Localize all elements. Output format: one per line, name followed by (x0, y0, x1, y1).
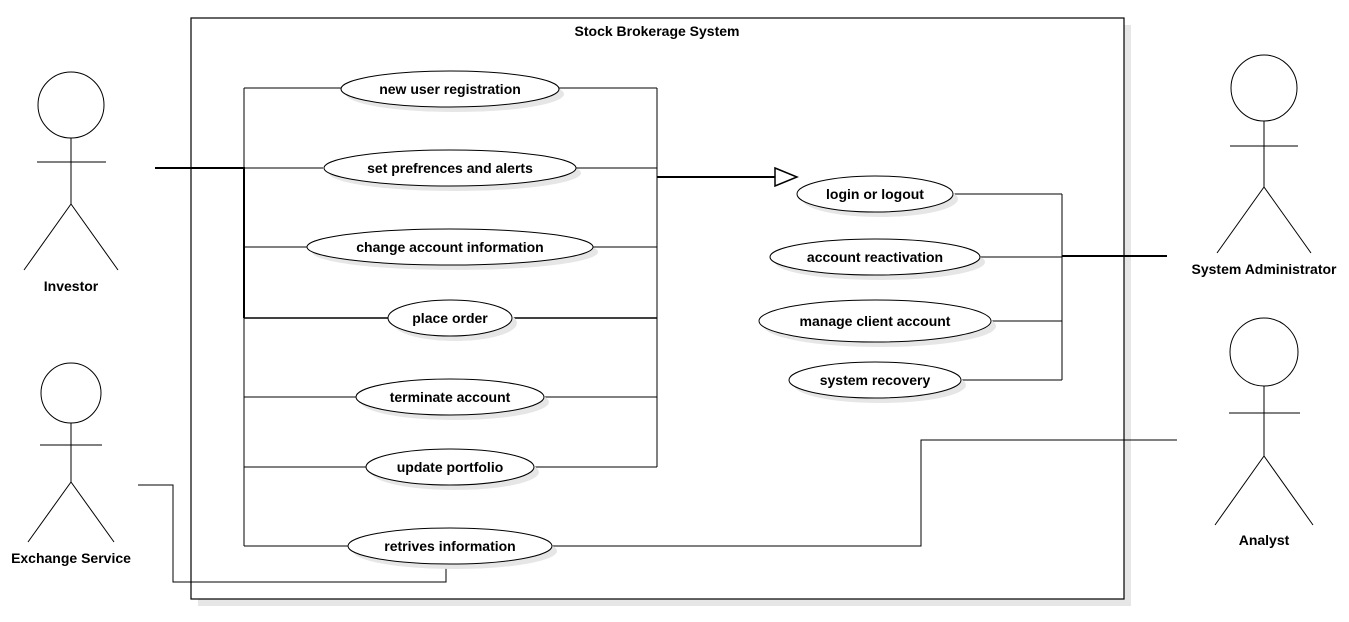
actor-investor[interactable] (23, 71, 119, 271)
use-case-label: login or logout (826, 186, 924, 202)
use-case-place-order[interactable]: place order (387, 299, 517, 341)
actor-system-administrator[interactable] (1216, 54, 1312, 254)
use-case-label: new user registration (379, 81, 521, 97)
actor-exchange-service[interactable] (27, 362, 115, 543)
use-case-label: set prefrences and alerts (367, 160, 533, 176)
use-case-system-recovery[interactable]: system recovery (788, 361, 966, 403)
analyst-connector (552, 439, 1177, 547)
use-case-label: account reactivation (807, 249, 943, 265)
use-case-update-portfolio[interactable]: update portfolio (365, 448, 539, 490)
use-case-label: place order (412, 310, 488, 326)
use-case-terminate-account[interactable]: terminate account (355, 378, 549, 420)
use-case-label: retrives information (384, 538, 515, 554)
use-case-login-logout[interactable]: login or logout (796, 175, 958, 217)
use-case-label: manage client account (800, 313, 951, 329)
use-case-retrieve-information[interactable]: retrives information (347, 527, 557, 569)
login-generalization-bus (511, 87, 799, 468)
use-case-account-reactivation[interactable]: account reactivation (769, 238, 985, 280)
use-case-new-user-registration[interactable]: new user registration (340, 70, 564, 112)
use-case-label: change account information (356, 239, 543, 255)
actor-label-system-administrator: System Administrator (1192, 261, 1338, 277)
exchange-connector (138, 484, 447, 583)
use-case-label: system recovery (820, 372, 931, 388)
use-case-label: update portfolio (397, 459, 504, 475)
use-case-label: terminate account (390, 389, 511, 405)
admin-connectors (953, 193, 1167, 381)
use-case-set-preferences-alerts[interactable]: set prefrences and alerts (323, 149, 581, 191)
actor-label-investor: Investor (44, 278, 99, 294)
actor-label-analyst: Analyst (1239, 532, 1290, 548)
actor-analyst[interactable] (1214, 317, 1314, 526)
use-case-change-account-information[interactable]: change account information (306, 228, 598, 270)
actor-label-exchange-service: Exchange Service (11, 550, 131, 566)
investor-connectors (155, 87, 388, 547)
use-case-manage-client-account[interactable]: manage client account (758, 299, 996, 347)
system-title: Stock Brokerage System (575, 23, 740, 39)
